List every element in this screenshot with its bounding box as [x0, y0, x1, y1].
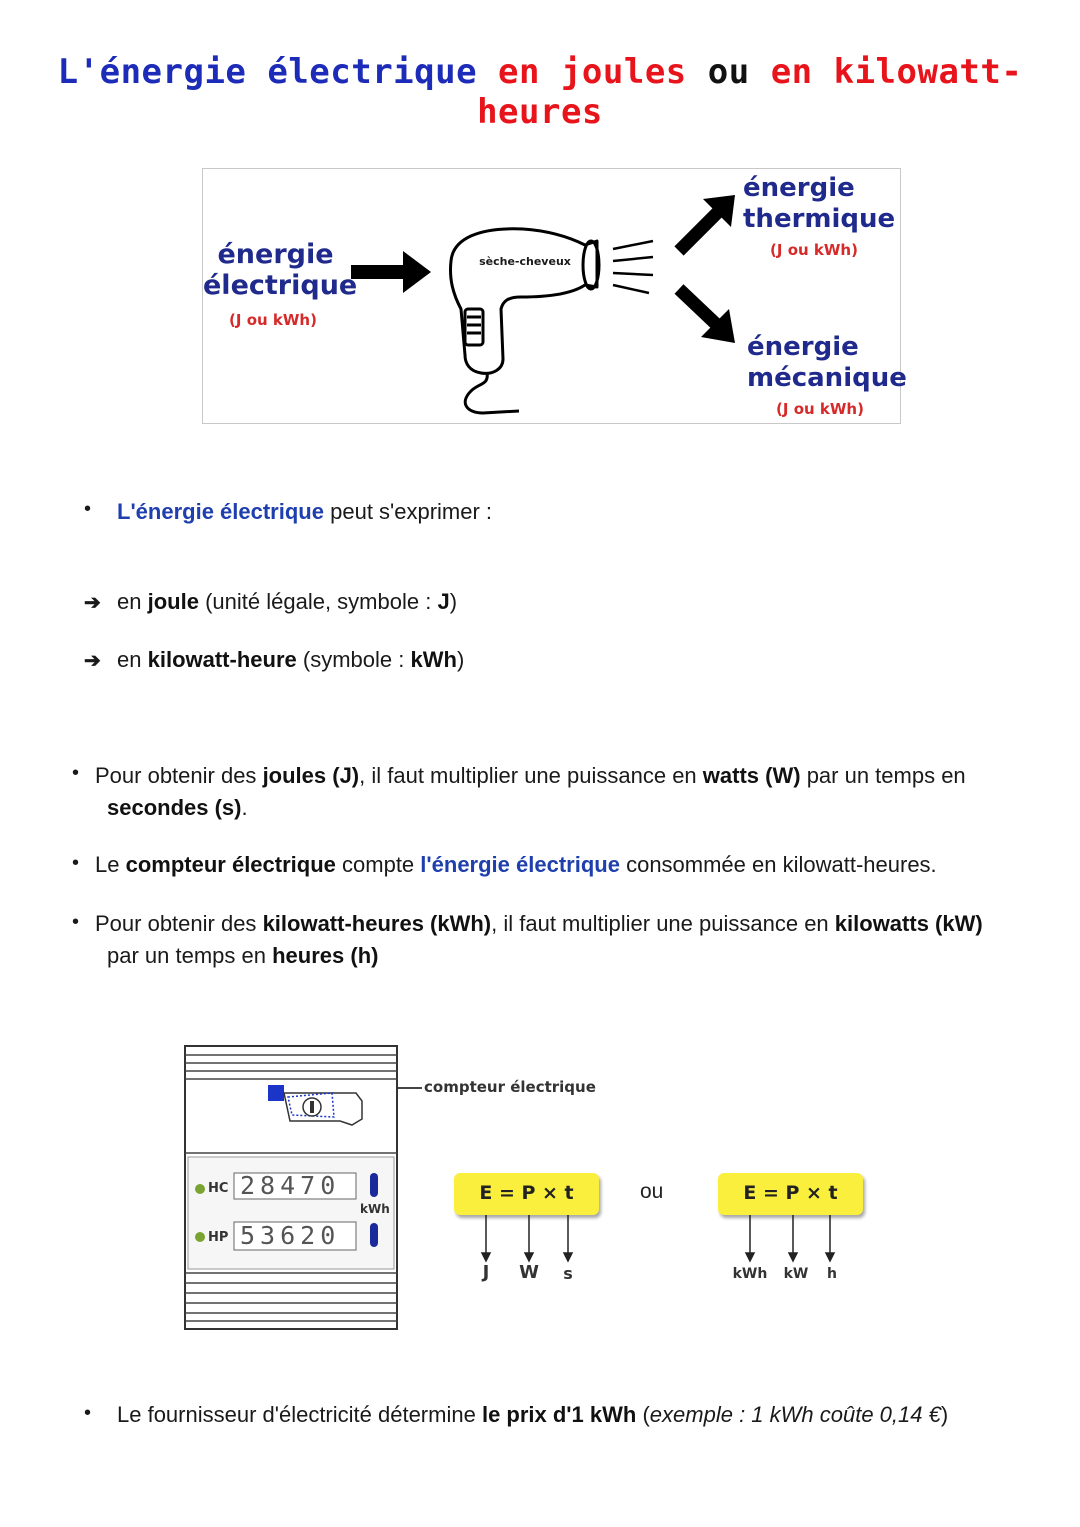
mechanical-energy-unit: (J ou kWh): [776, 400, 864, 418]
arrow-bullet-icon: ➔: [84, 650, 101, 672]
p3-c: , il faut multiplier une puissance en: [491, 911, 829, 936]
unit-kwh-item: en kilowatt-heure (symbole : kWh): [117, 644, 464, 676]
hc-led-icon: [195, 1184, 205, 1194]
meter-caption: compteur électrique: [424, 1078, 596, 1096]
thermal-arrow-icon: [674, 195, 735, 256]
p2-c: compte: [342, 852, 415, 877]
thermal-energy-line1: énergie: [743, 173, 855, 203]
input-energy-line2: électrique: [203, 270, 358, 301]
hair-dryer-label: sèche-cheveux: [479, 255, 571, 268]
hp-label: HP: [208, 1230, 229, 1245]
mechanical-energy-line1: énergie: [747, 332, 859, 362]
thermal-energy-label: énergie thermique: [743, 173, 896, 235]
footer-example: exemple : 1 kWh coûte 0,14 €: [649, 1402, 941, 1427]
hp-indicator-icon: [370, 1223, 378, 1247]
kwh-mid: (symbole :: [302, 647, 405, 672]
joule-bold: joule: [147, 589, 199, 614]
p2-e: consommée en kilowatt-heures.: [626, 852, 937, 877]
p3-f: heures (h): [272, 943, 379, 968]
mechanical-energy-line2: mécanique: [747, 363, 907, 393]
unit-joule-item: en joule (unité légale, symbole : J): [117, 586, 457, 618]
p3-e: par un temps en: [107, 943, 266, 968]
formula-joule-unit-p: W: [519, 1262, 539, 1283]
p2-b: compteur électrique: [125, 852, 336, 877]
p1-d: watts (W): [702, 763, 801, 788]
bullet: •: [72, 911, 80, 933]
footer-e: ): [940, 1402, 949, 1427]
joule-symbol: J: [437, 589, 450, 614]
airflow-lines-icon: [612, 239, 654, 295]
energy-intro: L'énergie électrique peut s'exprimer :: [117, 496, 492, 528]
formula-joule: E = P × t: [454, 1173, 599, 1215]
kwh-pre: en: [117, 647, 142, 672]
meter-unit: kWh: [360, 1202, 390, 1216]
formula-kwh-unit-p: kW: [783, 1266, 809, 1282]
formula-kwh-unit-t: h: [827, 1266, 837, 1282]
hc-label: HC: [208, 1181, 229, 1196]
input-energy-unit: (J ou kWh): [229, 311, 317, 329]
formula-separator: ou: [640, 1180, 664, 1203]
kwh-symbol: kWh: [410, 647, 457, 672]
p3-d: kilowatts (kW): [834, 911, 983, 936]
electric-meter: HC HP 28470 53620 kWh: [184, 1045, 398, 1330]
bullet: •: [72, 762, 80, 784]
title-part-2: en joules: [498, 52, 687, 92]
energy-intro-rest: peut s'exprimer :: [330, 499, 493, 524]
title-part-4: en kilowatt-heures: [477, 52, 1023, 132]
hp-led-icon: [195, 1232, 205, 1242]
breaker-switch-icon: [268, 1085, 363, 1126]
footer-b: le prix d'1 kWh: [481, 1402, 637, 1427]
energy-intro-bold: L'énergie électrique: [117, 499, 324, 524]
hair-dryer-icon: [449, 227, 601, 415]
title-part-1: L'énergie électrique: [57, 52, 478, 92]
hc-reading: 28470: [240, 1171, 341, 1200]
price-paragraph: Le fournisseur d'électricité détermine l…: [117, 1399, 1067, 1431]
bullet: •: [72, 852, 80, 874]
bullet: •: [84, 498, 92, 520]
p1-f: secondes (s): [107, 795, 242, 820]
joules-paragraph: Pour obtenir des joules (J), il faut mul…: [95, 760, 1035, 824]
p2-d: l'énergie électrique: [420, 852, 620, 877]
meter-paragraph: Le compteur électrique compte l'énergie …: [95, 849, 1035, 881]
page-title: L'énergie électrique en joules ou en kil…: [0, 52, 1080, 132]
footer-c: (: [642, 1402, 650, 1427]
p3-b: kilowatt-heures (kWh): [262, 911, 492, 936]
formula-kwh-arrows-icon: [744, 1215, 836, 1263]
formula-kwh: E = P × t: [718, 1173, 863, 1215]
thermal-energy-line2: thermique: [743, 204, 896, 234]
kwh-paragraph: Pour obtenir des kilowatt-heures (kWh), …: [95, 908, 1055, 972]
input-arrow-icon: [351, 251, 431, 293]
p1-c: , il faut multiplier une puissance en: [359, 763, 697, 788]
footer-a: Le fournisseur d'électricité détermine: [117, 1402, 476, 1427]
p1-a: Pour obtenir des: [95, 763, 257, 788]
hp-reading: 53620: [240, 1221, 341, 1250]
joule-end: ): [449, 589, 458, 614]
formula-joule-unit-t: s: [563, 1264, 573, 1283]
joule-pre: en: [117, 589, 142, 614]
diagram-graphics: [351, 195, 735, 415]
meter-body-icon: [184, 1045, 398, 1330]
joule-mid: (unité légale, symbole :: [205, 589, 432, 614]
formula-kwh-unit-e: kWh: [732, 1266, 768, 1282]
thermal-energy-unit: (J ou kWh): [770, 241, 858, 259]
p1-g: .: [241, 795, 248, 820]
p1-b: joules (J): [262, 763, 360, 788]
kwh-end: ): [456, 647, 465, 672]
input-energy-label: énergie électrique: [203, 239, 358, 301]
input-energy-line1: énergie: [217, 239, 334, 270]
meter-caption-line: [398, 1087, 422, 1089]
bullet: •: [84, 1402, 92, 1424]
p2-a: Le: [95, 852, 120, 877]
hc-indicator-icon: [370, 1173, 378, 1197]
mechanical-energy-label: énergie mécanique: [747, 332, 907, 394]
formula-joule-arrows-icon: [480, 1215, 574, 1263]
arrow-bullet-icon: ➔: [84, 592, 101, 614]
title-part-3: ou: [707, 52, 750, 92]
p1-e: par un temps en: [806, 763, 966, 788]
mechanical-arrow-icon: [674, 284, 735, 343]
formula-joule-unit-e: J: [482, 1262, 490, 1283]
p3-a: Pour obtenir des: [95, 911, 257, 936]
kwh-bold: kilowatt-heure: [147, 647, 297, 672]
energy-conversion-diagram: énergie électrique (J ou kWh): [202, 168, 907, 424]
